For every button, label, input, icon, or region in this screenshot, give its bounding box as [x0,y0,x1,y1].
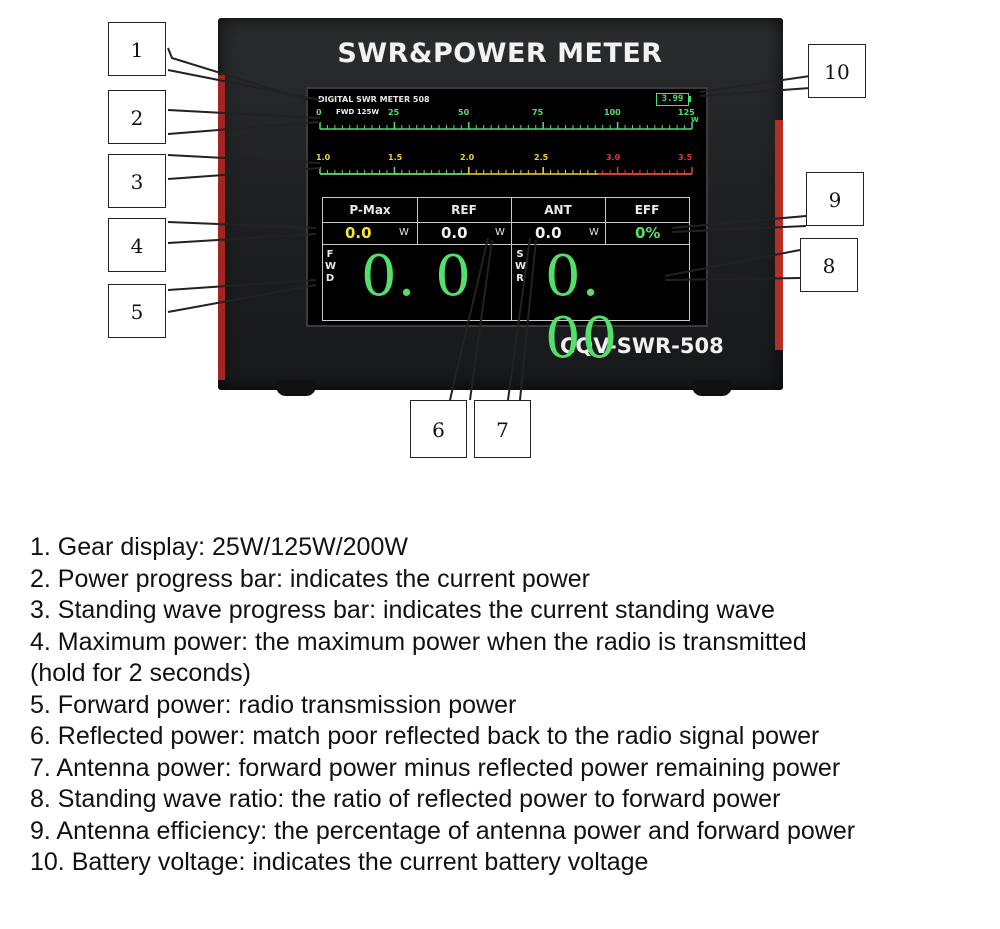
leader-7 [507,237,531,401]
fwd-label-w: W [325,261,337,272]
callout-9: 9 [806,172,864,226]
swr-label-s: S [516,249,524,260]
callout-1: 1 [108,22,166,76]
leader-5b [167,284,317,313]
leader-7b [519,239,537,401]
gear-label: FWD 125W [336,108,380,116]
leader-8 [664,249,801,277]
callout-5: 5 [108,284,166,338]
leader-8b [664,277,801,281]
battery-icon [689,96,691,102]
legend-item-9: 9. Antenna efficiency: the percentage of… [30,816,856,845]
pmax-value: 0.0 [345,224,372,242]
leader-1b [167,69,321,101]
callout-6: 6 [410,400,467,458]
callout-leader-lines [167,47,811,401]
legend-item-6: 6. Reflected power: match poor reflected… [30,722,820,750]
legend-item-8: 8. Standing wave ratio: the ratio of ref… [30,785,781,813]
swr-tick-2-0: 2.0 [460,153,475,162]
leader-6 [449,237,489,401]
leader-3 [167,154,321,164]
device-brand: SWR&POWER METER [337,38,663,69]
legend-item-2: 2. Power progress bar: indicates the cur… [30,564,590,593]
leader-1 [167,47,309,101]
ref-header: REF [451,203,477,217]
leader-2 [167,109,321,119]
leader-5 [167,279,317,291]
power-tick-125: 125 [678,108,695,117]
power-unit: W [691,116,699,124]
legend-item-7: 7. Antenna power: forward power minus re… [30,753,841,782]
grid-line [605,198,606,244]
eff-header: EFF [634,203,660,217]
callout-2: 2 [108,90,166,144]
eff-value: 0% [635,224,661,242]
swr-tick-3-5: 3.5 [678,153,693,162]
pmax-unit: W [399,227,409,238]
device-model: CQV-SWR-508 [560,334,724,358]
grid-line [323,244,689,245]
callout-10: 10 [808,44,866,98]
leader-10b [699,87,811,97]
leader-4 [167,221,317,229]
device-foot-left [276,380,316,396]
legend-list: 1. Gear display: 25W/125W/200W 2. Power … [30,532,855,879]
legend-item-4: 4. Maximum power: the maximum power when… [30,627,807,656]
legend-item-3: 3. Standing wave progress bar: indicates… [30,596,775,624]
forward-power-value: 0. 0 [361,244,472,309]
power-tick-100: 100 [604,108,621,117]
grid-line [417,198,418,244]
readout-grid: P-Max REF ANT EFF 0.0 W 0.0 W 0.0 W 0% F… [322,197,690,370]
leader-10 [699,75,811,93]
swr-label-r: R [516,273,524,284]
power-scale-graphic [319,122,693,175]
fwd-label-f: F [326,249,334,260]
ref-unit: W [495,227,505,238]
swr-tick-2-5: 2.5 [534,153,549,162]
leader-9 [671,215,807,229]
leader-3b [167,167,321,180]
legend-item-5: 5. Forward power: radio transmission pow… [30,690,517,719]
device-side-left [218,75,225,380]
legend-item-1: 1. Gear display: 25W/125W/200W [30,533,408,561]
grid-line [323,222,689,223]
power-tick-50: 50 [458,108,470,117]
swr-tick-1-5: 1.5 [388,153,403,162]
fwd-label-d: D [325,273,335,284]
leader-4b [167,233,317,244]
ant-value: 0.0 [535,224,562,242]
device-side-right [775,120,783,350]
screen-title: DIGITAL SWR METER 508 [318,95,430,104]
callout-4: 4 [108,218,166,272]
swr-label-w: W [515,261,527,272]
device-foot-right [692,380,732,396]
callout-3: 3 [108,154,166,208]
lcd-screen: DIGITAL SWR METER 508 3.99 FWD 125W W 0 … [306,87,708,370]
grid-line [511,198,512,320]
legend-item-10: 10. Battery voltage: indicates the curre… [30,848,649,876]
leader-2b [167,121,321,135]
callout-8: 8 [800,238,858,292]
legend-item-4-note: (hold for 2 seconds) [30,659,251,687]
ant-unit: W [589,227,599,238]
callout-7: 7 [474,400,531,458]
power-tick-25: 25 [388,108,400,117]
ref-value: 0.0 [441,224,468,242]
swr-value: 0. 00 [545,244,619,371]
ant-header: ANT [544,203,572,217]
power-tick-75: 75 [532,108,544,117]
pmax-header: P-Max [349,203,391,217]
power-tick-0: 0 [316,108,322,117]
swr-tick-1-0: 1.0 [316,153,331,162]
battery-voltage: 3.99 [656,93,689,106]
leader-6b [469,239,493,401]
swr-tick-3-0: 3.0 [606,153,621,162]
leader-9b [671,225,807,233]
